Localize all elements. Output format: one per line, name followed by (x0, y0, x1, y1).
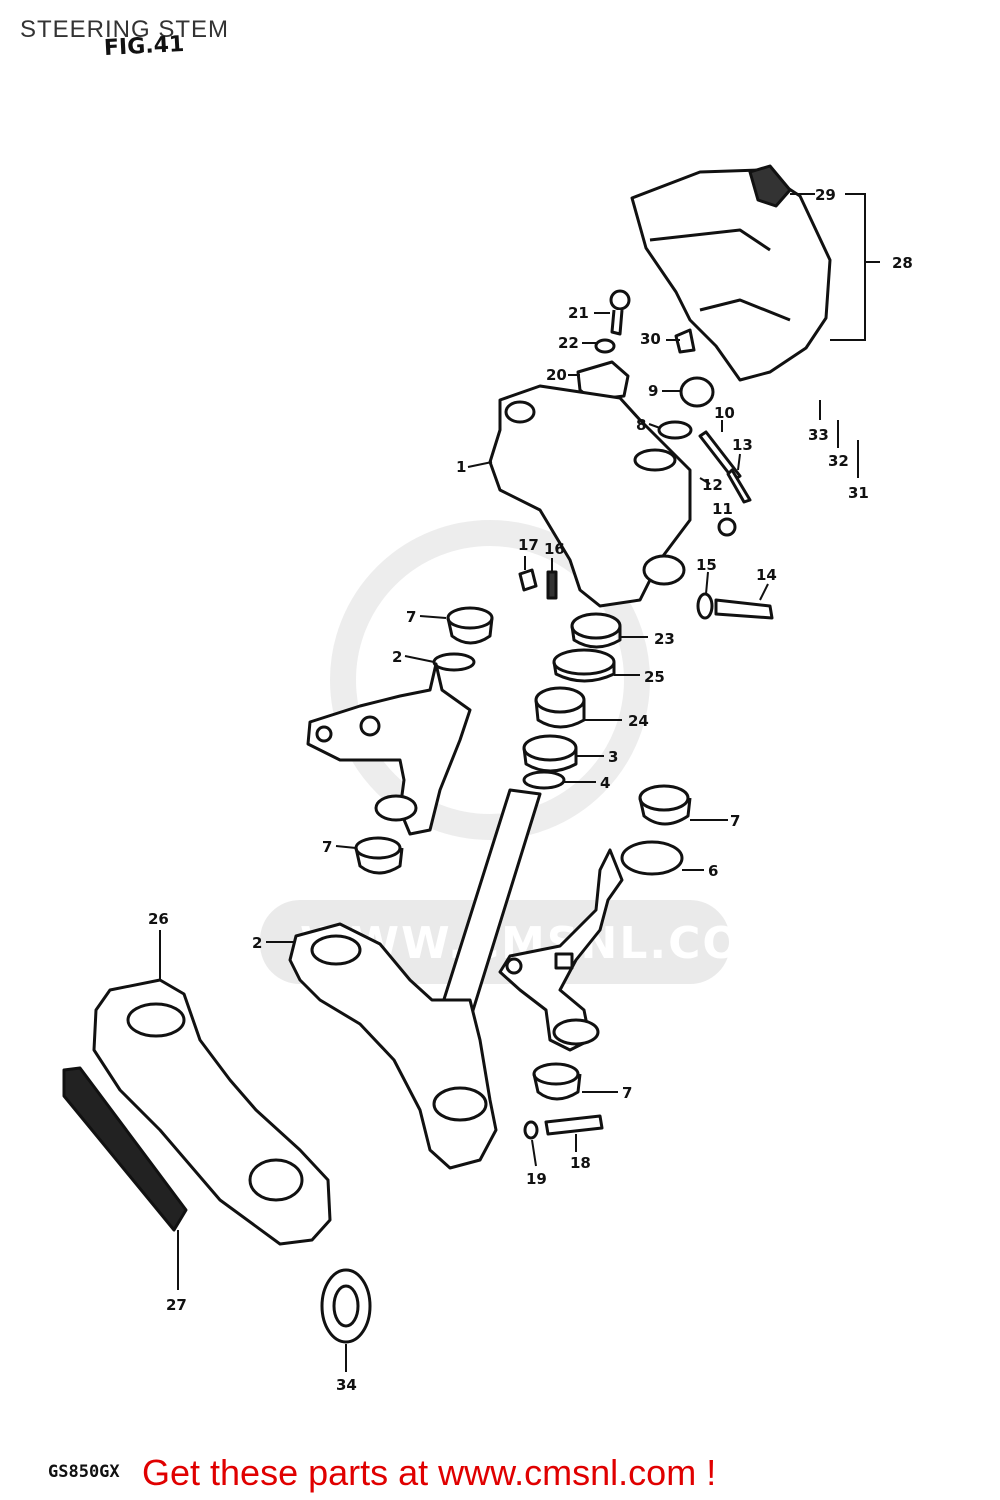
callout-30: 30 (640, 330, 661, 348)
part-30-clip (674, 328, 696, 354)
callout-7-right-top: 7 (730, 812, 740, 830)
callout-10: 10 (714, 404, 735, 422)
callout-23: 23 (654, 630, 675, 648)
callout-24: 24 (628, 712, 649, 730)
callout-21: 21 (568, 304, 589, 322)
callout-32: 32 (828, 452, 849, 470)
model-code: GS850GX (48, 1462, 120, 1482)
part-11-nut (717, 517, 737, 537)
part-19-nut (523, 1120, 539, 1140)
part-20-handlebar-holder (576, 360, 630, 402)
callout-25: 25 (644, 668, 665, 686)
part-7-dust-seal-right-top (638, 784, 692, 826)
callout-17: 17 (518, 536, 539, 554)
callout-8: 8 (636, 416, 646, 434)
part-23-nut (570, 612, 622, 649)
part-29-emblem (748, 164, 792, 208)
callout-6: 6 (708, 862, 718, 880)
callout-12: 12 (702, 476, 723, 494)
part-upper-cover (630, 168, 832, 382)
callout-20: 20 (546, 366, 567, 384)
part-26-lower-cover (92, 978, 332, 1246)
part-27-reflector (62, 1066, 188, 1232)
part-6-headlight-bracket-left (306, 652, 476, 836)
part-21-bolt (609, 289, 631, 336)
part-18-bolt (544, 1114, 604, 1136)
part-16-screw (546, 570, 558, 600)
part-2-steering-stem (288, 788, 542, 1170)
callout-26: 26 (148, 910, 169, 928)
callout-33: 33 (808, 426, 829, 444)
part-13-bolt (726, 468, 752, 504)
callout-7-right-bottom: 7 (622, 1084, 632, 1102)
callout-28: 28 (892, 254, 913, 272)
part-9-nut (679, 376, 715, 408)
part-25-washer (552, 648, 616, 683)
part-3-bearing (522, 734, 578, 773)
callout-19: 19 (526, 1170, 547, 1188)
page-title: STEERING STEM (20, 16, 230, 43)
callout-13: 13 (732, 436, 753, 454)
part-14-bolt (714, 598, 774, 620)
callout-22: 22 (558, 334, 579, 352)
part-4-race (522, 770, 566, 790)
callout-4: 4 (600, 774, 610, 792)
callout-9: 9 (648, 382, 658, 400)
part-34-cap (320, 1268, 372, 1344)
part-22-washer (594, 338, 616, 354)
callout-2-upper: 2 (392, 648, 402, 666)
callout-29: 29 (815, 186, 836, 204)
callout-16: 16 (544, 540, 565, 558)
callout-3: 3 (608, 748, 618, 766)
callout-2: 2 (252, 934, 262, 952)
part-7-dust-seal-top-left (446, 606, 494, 645)
promo-link[interactable]: Get these parts at www.cmsnl.com ! (142, 1452, 717, 1493)
callout-7-left: 7 (322, 838, 332, 856)
callout-1: 1 (456, 458, 466, 476)
callout-18: 18 (570, 1154, 591, 1172)
part-1-upper-bracket (488, 384, 692, 608)
part-17-nut (518, 568, 538, 592)
part-7-dust-seal-left (354, 836, 404, 875)
part-6-headlight-bracket-right (498, 840, 684, 1052)
callout-27: 27 (166, 1296, 187, 1314)
callout-31: 31 (848, 484, 869, 502)
callout-11: 11 (712, 500, 733, 518)
callout-15: 15 (696, 556, 717, 574)
callout-14: 14 (756, 566, 777, 584)
part-7-dust-seal-right-bottom (532, 1062, 582, 1101)
callout-7-top: 7 (406, 608, 416, 626)
part-15-washer (696, 592, 714, 620)
part-24-bearing (534, 686, 586, 729)
part-8-washer (657, 420, 693, 440)
callout-34: 34 (336, 1376, 357, 1394)
